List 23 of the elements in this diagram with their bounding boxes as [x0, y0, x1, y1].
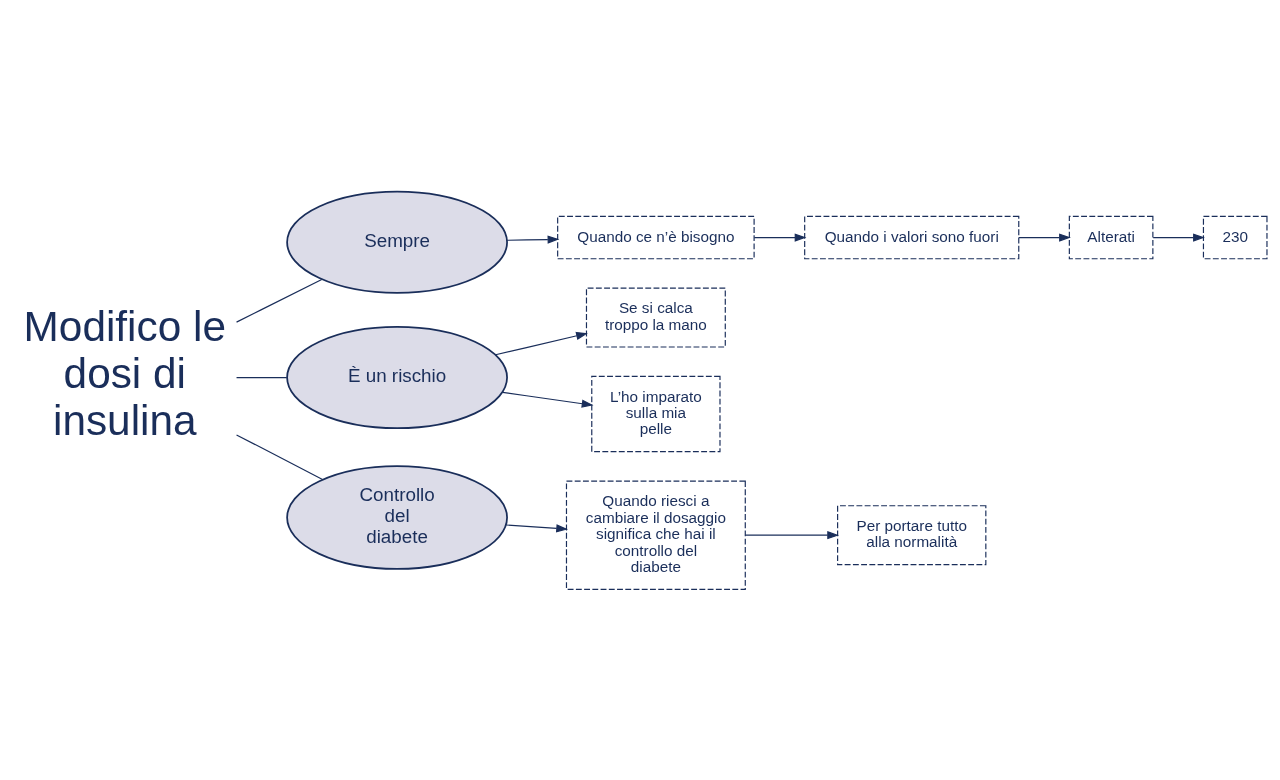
- node-box: Quando ce n’è bisogno: [557, 215, 755, 259]
- node-ellipse: Controllo del diabete: [286, 464, 508, 570]
- node-box: Per portare tutto alla normalità: [837, 504, 987, 565]
- arrow: [506, 234, 560, 244]
- arrow: [1152, 232, 1205, 242]
- connector: [235, 376, 288, 378]
- connector: [235, 433, 324, 480]
- node-box: Se si calca troppo la mano: [585, 287, 726, 348]
- node-box: Alterati: [1068, 215, 1154, 259]
- node-box: Quando i valori sono fuori: [804, 215, 1020, 259]
- node-ellipse: Sempre: [286, 190, 508, 294]
- node-box: Quando riesci a cambiare il dosaggio significa che hai il controllo del diabete: [565, 480, 746, 590]
- node-ellipse: È un rischio: [286, 325, 508, 429]
- arrow: [753, 232, 807, 242]
- node-box: 230: [1202, 215, 1268, 259]
- arrow: [505, 523, 568, 533]
- connector: [235, 278, 323, 323]
- arrow: [1018, 232, 1071, 242]
- node-box: L’ho imparato sulla mia pelle: [591, 375, 721, 452]
- node-text: Modifico le dosi di insulina: [23, 302, 226, 444]
- arrow: [495, 331, 588, 355]
- arrow: [744, 530, 840, 539]
- arrow: [502, 391, 594, 408]
